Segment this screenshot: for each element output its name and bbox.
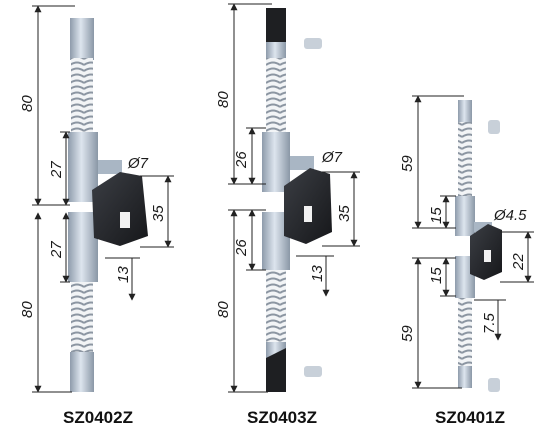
dim-top-length: 80 (19, 95, 36, 112)
latch-window (120, 212, 130, 228)
pin (474, 222, 492, 232)
bottom-spring (266, 270, 286, 344)
dim-upper-block: 15 (428, 207, 445, 224)
bottom-rod-cap (70, 352, 94, 392)
bottom-spring (71, 282, 93, 354)
dim-offset: 7.5 (481, 312, 498, 334)
product-code-sz0401z: SZ0401Z (435, 408, 505, 427)
loose-pin-top (304, 38, 322, 49)
bottom-rod-cap (458, 366, 472, 388)
dim-offset: 13 (115, 266, 132, 283)
dim-bottom-length: 80 (215, 301, 232, 318)
loose-pin-top (488, 120, 500, 134)
top-rod-cap (458, 100, 472, 124)
bottom-spring (458, 298, 472, 368)
dim-top-length: 59 (399, 155, 416, 172)
upper-block (455, 196, 475, 236)
latch-sz0401z: 59 15 Ø4.5 22 15 7.5 59 (399, 95, 534, 392)
upper-block (262, 132, 290, 192)
latch-body (92, 172, 148, 246)
latch-sz0403z: 80 26 Ø7 35 26 13 80 (215, 3, 360, 393)
product-code-sz0403z: SZ0403Z (247, 408, 317, 427)
top-rod (266, 42, 286, 60)
dim-body-height: 35 (150, 205, 167, 222)
dim-diameter: Ø7 (127, 155, 149, 172)
dim-upper-block: 26 (233, 151, 250, 169)
dim-bottom-length: 59 (399, 325, 416, 342)
product-code-sz0402z: SZ0402Z (63, 408, 133, 427)
top-rod-cap (70, 18, 94, 60)
dim-bottom-length: 80 (19, 301, 36, 318)
dim-diameter: Ø7 (321, 149, 343, 166)
loose-pin-bottom (304, 366, 322, 377)
dim-lower-block: 27 (48, 241, 65, 259)
pin (290, 156, 314, 170)
top-spring (71, 58, 93, 132)
latch-window (484, 250, 491, 262)
dim-lower-block: 15 (428, 267, 445, 284)
lower-block (68, 212, 98, 282)
latch-window (304, 206, 312, 222)
top-spring (266, 58, 286, 132)
latch-sz0402z: 80 27 Ø7 35 27 13 80 (19, 5, 174, 393)
dim-lower-block: 26 (233, 239, 250, 257)
dim-body-height: 22 (510, 253, 527, 271)
dim-upper-block: 27 (48, 161, 65, 179)
loose-pin-bottom (488, 378, 500, 392)
dim-offset: 13 (309, 265, 326, 282)
bottom-end-cap (266, 348, 286, 392)
dim-body-height: 35 (336, 205, 353, 222)
top-spring (458, 122, 472, 196)
pin (98, 160, 122, 174)
dim-top-length: 80 (215, 91, 232, 108)
dim-diameter: Ø4.5 (493, 207, 527, 224)
